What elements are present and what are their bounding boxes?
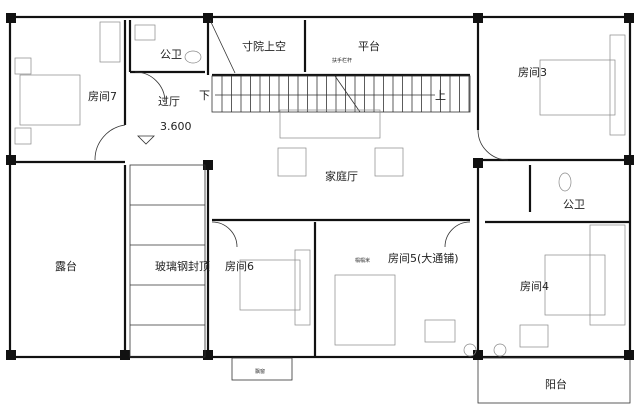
label-room7: 房间7 <box>88 90 117 103</box>
label-room4: 房间4 <box>520 280 549 293</box>
label-room3: 房间3 <box>518 66 547 79</box>
label-stair-down: 下 <box>199 89 210 102</box>
furniture <box>14 21 626 357</box>
label-balcony: 阳台 <box>545 377 567 391</box>
label-terrace: 露台 <box>55 259 77 273</box>
label-toilet1: 公卫 <box>160 48 182 61</box>
label-bay-window: 飘窗 <box>255 368 265 375</box>
label-courtyard-void: 寸院上空 <box>242 39 286 53</box>
label-handrail: 扶手栏杆 <box>332 57 352 64</box>
label-stair-up: 上 <box>435 89 446 102</box>
elevation-marker-icon <box>137 135 155 145</box>
staircase <box>209 19 471 113</box>
label-toilet2: 公卫 <box>563 198 585 211</box>
label-platform: 平台 <box>358 39 380 53</box>
label-glass-roof: 玻璃钢封顶 <box>155 259 210 273</box>
columns <box>6 13 634 360</box>
label-elevation: 3.600 <box>160 120 192 133</box>
label-room5: 房间5(大通铺) <box>388 251 459 265</box>
label-family-hall: 家庭厅 <box>325 169 358 183</box>
glass-roof-grid <box>129 164 206 358</box>
label-room6: 房间6 <box>225 260 254 273</box>
label-hall: 过厅 <box>158 95 180 108</box>
label-tatami: 榻榻米 <box>355 257 370 264</box>
labels: 房间7 过厅 3.600 公卫 寸院上空 平台 扶手栏杆 下 上 房间3 家庭厅… <box>55 39 585 391</box>
walls <box>8 15 632 404</box>
